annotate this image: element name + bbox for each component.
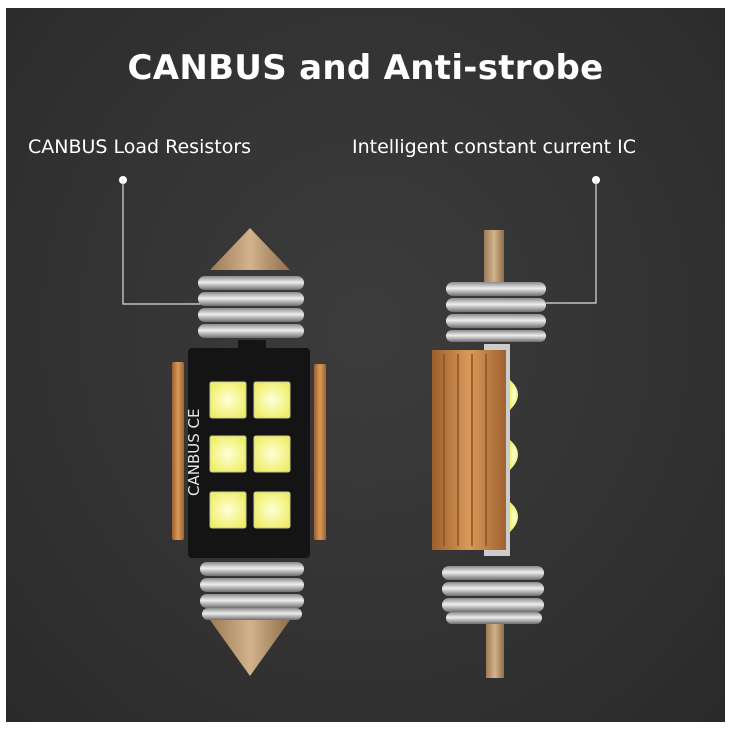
top-spring xyxy=(198,276,304,338)
callout-label-constant-current-ic: Intelligent constant current IC xyxy=(352,136,636,158)
bottom-spring-side xyxy=(442,566,544,624)
top-contact-tip xyxy=(210,228,290,270)
resistor-housing xyxy=(432,350,506,550)
led-chips xyxy=(209,381,291,529)
bulb-illustration: CANBUS CE xyxy=(119,176,600,678)
canbus-marking: CANBUS CE xyxy=(185,409,203,496)
bottom-spring xyxy=(200,562,304,620)
callout-line-right xyxy=(546,176,600,304)
side-bulb xyxy=(432,230,546,678)
led-circuit-board: CANBUS CE xyxy=(185,340,310,558)
front-bulb: CANBUS CE xyxy=(172,228,326,676)
product-photo: CANBUS and Anti-strobe CANBUS Load Resis… xyxy=(6,8,725,722)
side-led-chips xyxy=(510,380,518,532)
bottom-contact-tip xyxy=(210,620,290,676)
page-title: CANBUS and Anti-strobe xyxy=(127,48,604,88)
bottom-contact-pin xyxy=(486,616,504,678)
top-contact-pin xyxy=(484,230,504,286)
callout-line-left xyxy=(119,176,202,305)
side-resistor-left xyxy=(172,362,184,540)
callout-label-load-resistors: CANBUS Load Resistors xyxy=(28,136,252,158)
top-spring-side xyxy=(446,282,546,342)
side-resistor-right xyxy=(314,364,326,540)
